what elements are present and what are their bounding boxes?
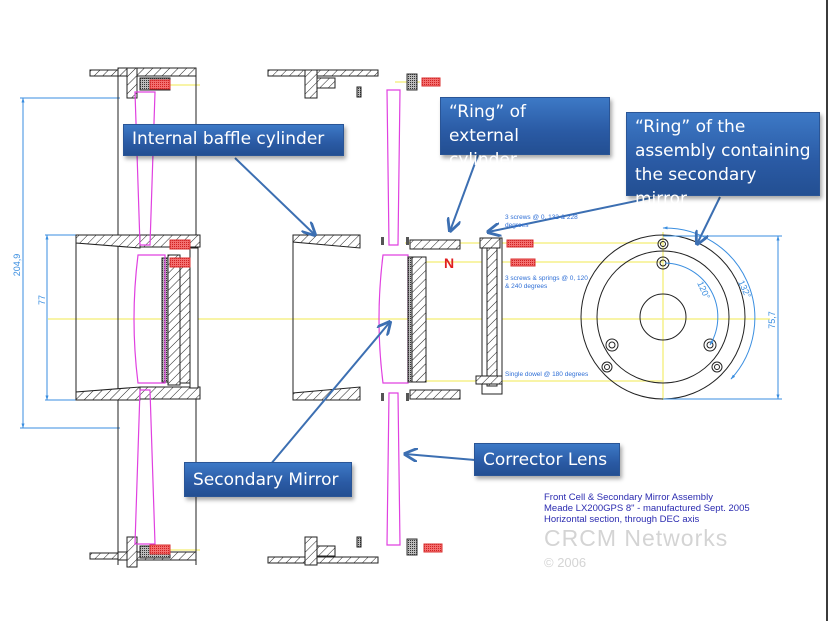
- arrow-ring-assembly-front: [697, 196, 721, 244]
- callout-text: “Ring” of external: [449, 102, 526, 146]
- callout-text: cylinder: [449, 150, 517, 170]
- callout-corrector-lens: Corrector Lens: [474, 443, 620, 476]
- note-screws: 3 screws @ 0, 132 & 228 degrees: [505, 214, 578, 230]
- ring-assembly: [475, 237, 503, 395]
- callout-ring-external: “Ring” of external cylinder: [440, 97, 610, 170]
- callout-text: “Ring” of the: [635, 117, 746, 137]
- callout-arrows: [234, 154, 721, 466]
- callout-text: Secondary Mirror: [193, 470, 339, 490]
- watermark-brand: CRCM Networks: [544, 525, 729, 551]
- dimension-inner-label: 77: [37, 295, 47, 305]
- callout-text: Internal baffle cylinder: [132, 129, 325, 149]
- corrector-lens-left: [133, 91, 166, 545]
- note-line: Single dowel @ 180 degrees: [505, 371, 589, 378]
- baffle-middle: [267, 69, 379, 566]
- caption-section: Horizontal section, through DEC axis: [544, 514, 700, 525]
- baffle-left: [75, 234, 201, 401]
- arrow-ring-assembly-side: [488, 196, 656, 232]
- callout-text: Corrector Lens: [483, 450, 608, 470]
- caption-model: Meade LX200GPS 8" - manufactured Sept. 2…: [544, 503, 750, 514]
- drawing-caption: Front Cell & Secondary Mirror Assembly M…: [544, 492, 750, 525]
- caption-title: Front Cell & Secondary Mirror Assembly: [544, 492, 713, 503]
- arrow-internal-baffle: [234, 157, 315, 235]
- secondary-holder: [407, 239, 461, 400]
- note-springs: 3 screws & springs @ 0, 120 & 240 degree…: [505, 275, 588, 291]
- watermark-copyright: © 2006: [544, 555, 587, 570]
- arrow-corrector-lens: [405, 454, 476, 460]
- lens-clips: [381, 237, 409, 401]
- note-dowel: Single dowel @ 180 degrees: [505, 371, 588, 379]
- spring-glyph: N: [444, 255, 454, 271]
- callout-internal-baffle: Internal baffle cylinder: [123, 124, 344, 156]
- screws-left: [149, 79, 191, 555]
- note-line: degrees: [505, 222, 529, 229]
- callout-ring-assembly: “Ring” of the assembly containing the se…: [626, 112, 820, 209]
- dimension-outer: [20, 97, 120, 429]
- dimension-outer-label: 204,9: [12, 254, 22, 277]
- callout-text: assembly containing: [635, 141, 811, 161]
- ring-diameter-label: 75,7: [767, 311, 777, 329]
- arrow-secondary-mirror: [269, 322, 390, 466]
- slide-edge: [826, 0, 828, 621]
- callout-secondary-mirror: Secondary Mirror: [184, 462, 352, 497]
- screws-right: [406, 73, 536, 556]
- corrector-lens: [378, 89, 409, 546]
- note-line: 3 screws @ 0, 132 & 228: [505, 214, 578, 221]
- ring-dimensions: [662, 226, 782, 400]
- angle-inner-label: 120°: [695, 280, 712, 301]
- note-line: 3 screws & springs @ 0, 120: [505, 275, 588, 282]
- secondary-cell-left: [161, 247, 199, 389]
- callout-text: the secondary mirror: [635, 165, 757, 209]
- arrow-ring-external: [450, 154, 479, 231]
- note-line: & 240 degrees: [505, 283, 548, 290]
- angle-outer-label: 132°: [736, 279, 753, 300]
